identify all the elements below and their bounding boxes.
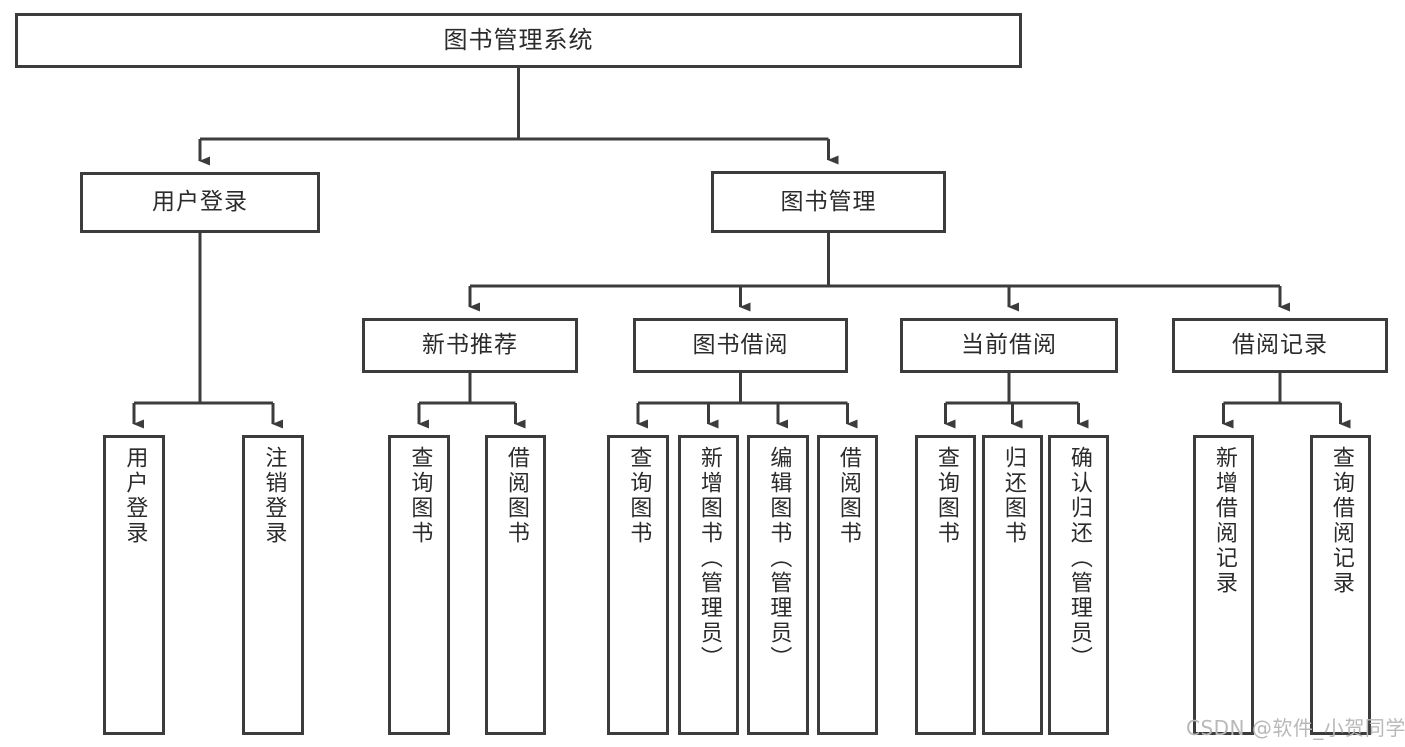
node-leaf_add_record[interactable]: 新增借阅记录 — [1193, 435, 1254, 735]
node-label: 注销登录 — [261, 446, 287, 546]
node-label: 图书管理系统 — [443, 25, 594, 54]
node-label: 归还图书 — [1000, 446, 1026, 546]
node-label: 用户登录 — [152, 189, 248, 216]
node-label: 借阅图书 — [835, 446, 861, 546]
node-label: 图书借阅 — [692, 332, 789, 359]
node-label: 查询图书 — [626, 446, 652, 546]
node-root[interactable]: 图书管理系统 — [15, 13, 1022, 68]
node-label: 查询图书 — [407, 446, 433, 546]
node-label: 新书推荐 — [422, 332, 518, 359]
node-current_borrow[interactable]: 当前借阅 — [900, 318, 1118, 373]
node-borrow_record[interactable]: 借阅记录 — [1172, 318, 1388, 373]
node-label: 用户登录 — [122, 446, 148, 546]
node-leaf_user_login[interactable]: 用户登录 — [103, 435, 165, 735]
node-book_borrow[interactable]: 图书借阅 — [633, 318, 848, 373]
node-leaf_query_book_1[interactable]: 查询图书 — [388, 435, 450, 735]
node-user_login[interactable]: 用户登录 — [80, 172, 320, 233]
node-new_book_rec[interactable]: 新书推荐 — [362, 318, 578, 373]
node-leaf_add_book[interactable]: 新增图书（管理员） — [678, 435, 739, 735]
node-label: 借阅图书 — [503, 446, 529, 546]
node-leaf_borrow_book_2[interactable]: 借阅图书 — [817, 435, 878, 735]
node-leaf_user_logout[interactable]: 注销登录 — [242, 435, 304, 735]
node-label: 新增图书（管理员） — [696, 446, 722, 671]
node-label: 借阅记录 — [1232, 332, 1328, 359]
node-book_manage[interactable]: 图书管理 — [711, 171, 946, 233]
node-label: 查询借阅记录 — [1328, 446, 1354, 596]
node-leaf_query_record[interactable]: 查询借阅记录 — [1310, 435, 1371, 735]
node-leaf_query_book_3[interactable]: 查询图书 — [915, 435, 976, 735]
node-leaf_borrow_book_1[interactable]: 借阅图书 — [485, 435, 546, 735]
node-label: 查询图书 — [933, 446, 959, 546]
node-leaf_query_book_2[interactable]: 查询图书 — [607, 435, 669, 735]
node-leaf_confirm_return[interactable]: 确认归还（管理员） — [1048, 435, 1109, 735]
node-leaf_return_book[interactable]: 归还图书 — [982, 435, 1043, 735]
node-label: 图书管理 — [780, 188, 877, 215]
watermark: CSDN @软件_小贺同学 — [1186, 716, 1405, 740]
node-label: 当前借阅 — [961, 332, 1057, 359]
node-leaf_edit_book[interactable]: 编辑图书（管理员） — [747, 435, 809, 735]
node-label: 新增借阅记录 — [1211, 446, 1237, 596]
node-label: 编辑图书（管理员） — [766, 446, 792, 671]
node-label: 确认归还（管理员） — [1066, 446, 1092, 671]
